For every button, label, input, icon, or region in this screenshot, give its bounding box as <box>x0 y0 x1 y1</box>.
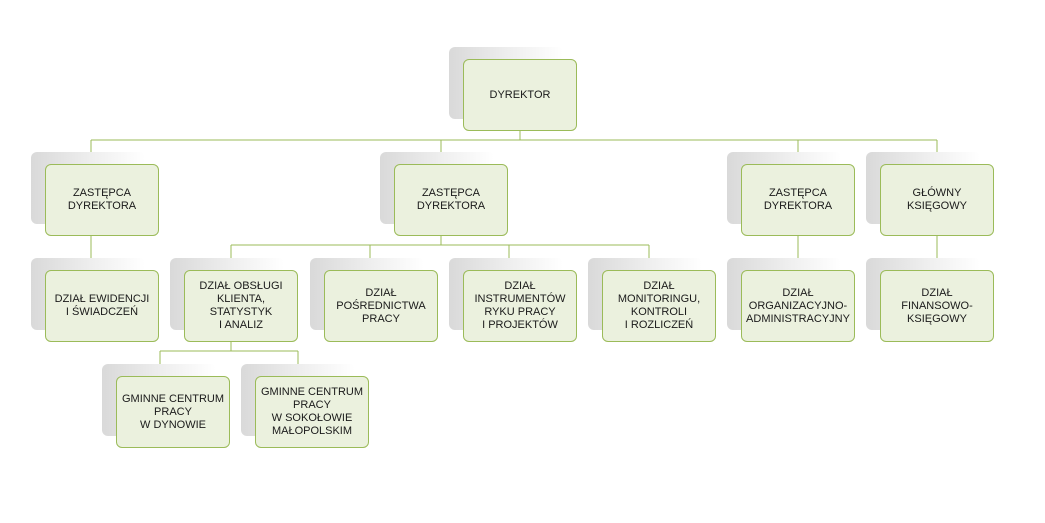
node-box: DZIAŁ FINANSOWO- KSIĘGOWY <box>880 270 994 342</box>
node-gminne-centrum-sokolow: GMINNE CENTRUM PRACY W SOKOŁOWIE MAŁOPOL… <box>241 364 369 448</box>
node-label: DZIAŁ FINANSOWO- KSIĘGOWY <box>901 286 973 325</box>
node-label: ZASTĘPCA DYREKTORA <box>416 187 486 212</box>
node-box: DZIAŁ INSTRUMENTÓW RYKU PRACY I PROJEKTÓ… <box>463 270 577 342</box>
node-label: GŁÓWNY KSIĘGOWY <box>907 187 967 212</box>
node-box: DZIAŁ OBSŁUGI KLIENTA, STATYSTYK I ANALI… <box>184 270 298 342</box>
node-gminne-centrum-dynow: GMINNE CENTRUM PRACY W DYNOWIE <box>102 364 230 448</box>
node-label: ZASTĘPCA DYREKTORA <box>67 187 137 212</box>
node-box: ZASTĘPCA DYREKTORA <box>45 164 159 236</box>
node-box: DZIAŁ POŚREDNICTWA PRACY <box>324 270 438 342</box>
node-zastepca-dyrektora-2: ZASTĘPCA DYREKTORA <box>380 152 508 236</box>
node-dzial-ewidencji: DZIAŁ EWIDENCJI I ŚWIADCZEŃ <box>31 258 159 342</box>
node-box: DZIAŁ EWIDENCJI I ŚWIADCZEŃ <box>45 270 159 342</box>
node-box: GŁÓWNY KSIĘGOWY <box>880 164 994 236</box>
node-box: GMINNE CENTRUM PRACY W SOKOŁOWIE MAŁOPOL… <box>255 376 369 448</box>
node-zastepca-dyrektora-3: ZASTĘPCA DYREKTORA <box>727 152 855 236</box>
node-label: DZIAŁ OBSŁUGI KLIENTA, STATYSTYK I ANALI… <box>199 280 283 331</box>
node-box: GMINNE CENTRUM PRACY W DYNOWIE <box>116 376 230 448</box>
node-box: DZIAŁ MONITORINGU, KONTROLI I ROZLICZEŃ <box>602 270 716 342</box>
node-label: GMINNE CENTRUM PRACY W DYNOWIE <box>121 392 225 431</box>
node-dzial-finansowo-ksiegowy: DZIAŁ FINANSOWO- KSIĘGOWY <box>866 258 994 342</box>
node-box: DZIAŁ ORGANIZACYJNO- ADMINISTRACYJNY <box>741 270 855 342</box>
node-dyrektor: DYREKTOR <box>449 47 577 131</box>
node-label: DZIAŁ MONITORINGU, KONTROLI I ROZLICZEŃ <box>617 280 701 331</box>
node-dzial-instrumentow: DZIAŁ INSTRUMENTÓW RYKU PRACY I PROJEKTÓ… <box>449 258 577 342</box>
node-box: ZASTĘPCA DYREKTORA <box>741 164 855 236</box>
node-dzial-posrednictwa-pracy: DZIAŁ POŚREDNICTWA PRACY <box>310 258 438 342</box>
node-dzial-organizacyjno-administracyjny: DZIAŁ ORGANIZACYJNO- ADMINISTRACYJNY <box>727 258 855 342</box>
node-box: DYREKTOR <box>463 59 577 131</box>
node-label: DZIAŁ INSTRUMENTÓW RYKU PRACY I PROJEKTÓ… <box>474 280 566 331</box>
node-dzial-monitoringu: DZIAŁ MONITORINGU, KONTROLI I ROZLICZEŃ <box>588 258 716 342</box>
node-dzial-obslugi-klienta: DZIAŁ OBSŁUGI KLIENTA, STATYSTYK I ANALI… <box>170 258 298 342</box>
node-label: DZIAŁ EWIDENCJI I ŚWIADCZEŃ <box>54 293 150 318</box>
node-zastepca-dyrektora-1: ZASTĘPCA DYREKTORA <box>31 152 159 236</box>
node-label: DZIAŁ ORGANIZACYJNO- ADMINISTRACYJNY <box>746 286 850 325</box>
node-glowny-ksiegowy: GŁÓWNY KSIĘGOWY <box>866 152 994 236</box>
node-label: GMINNE CENTRUM PRACY W SOKOŁOWIE MAŁOPOL… <box>260 386 364 437</box>
node-label: DYREKTOR <box>489 88 551 101</box>
node-label: ZASTĘPCA DYREKTORA <box>763 187 833 212</box>
node-box: ZASTĘPCA DYREKTORA <box>394 164 508 236</box>
node-label: DZIAŁ POŚREDNICTWA PRACY <box>336 286 426 325</box>
